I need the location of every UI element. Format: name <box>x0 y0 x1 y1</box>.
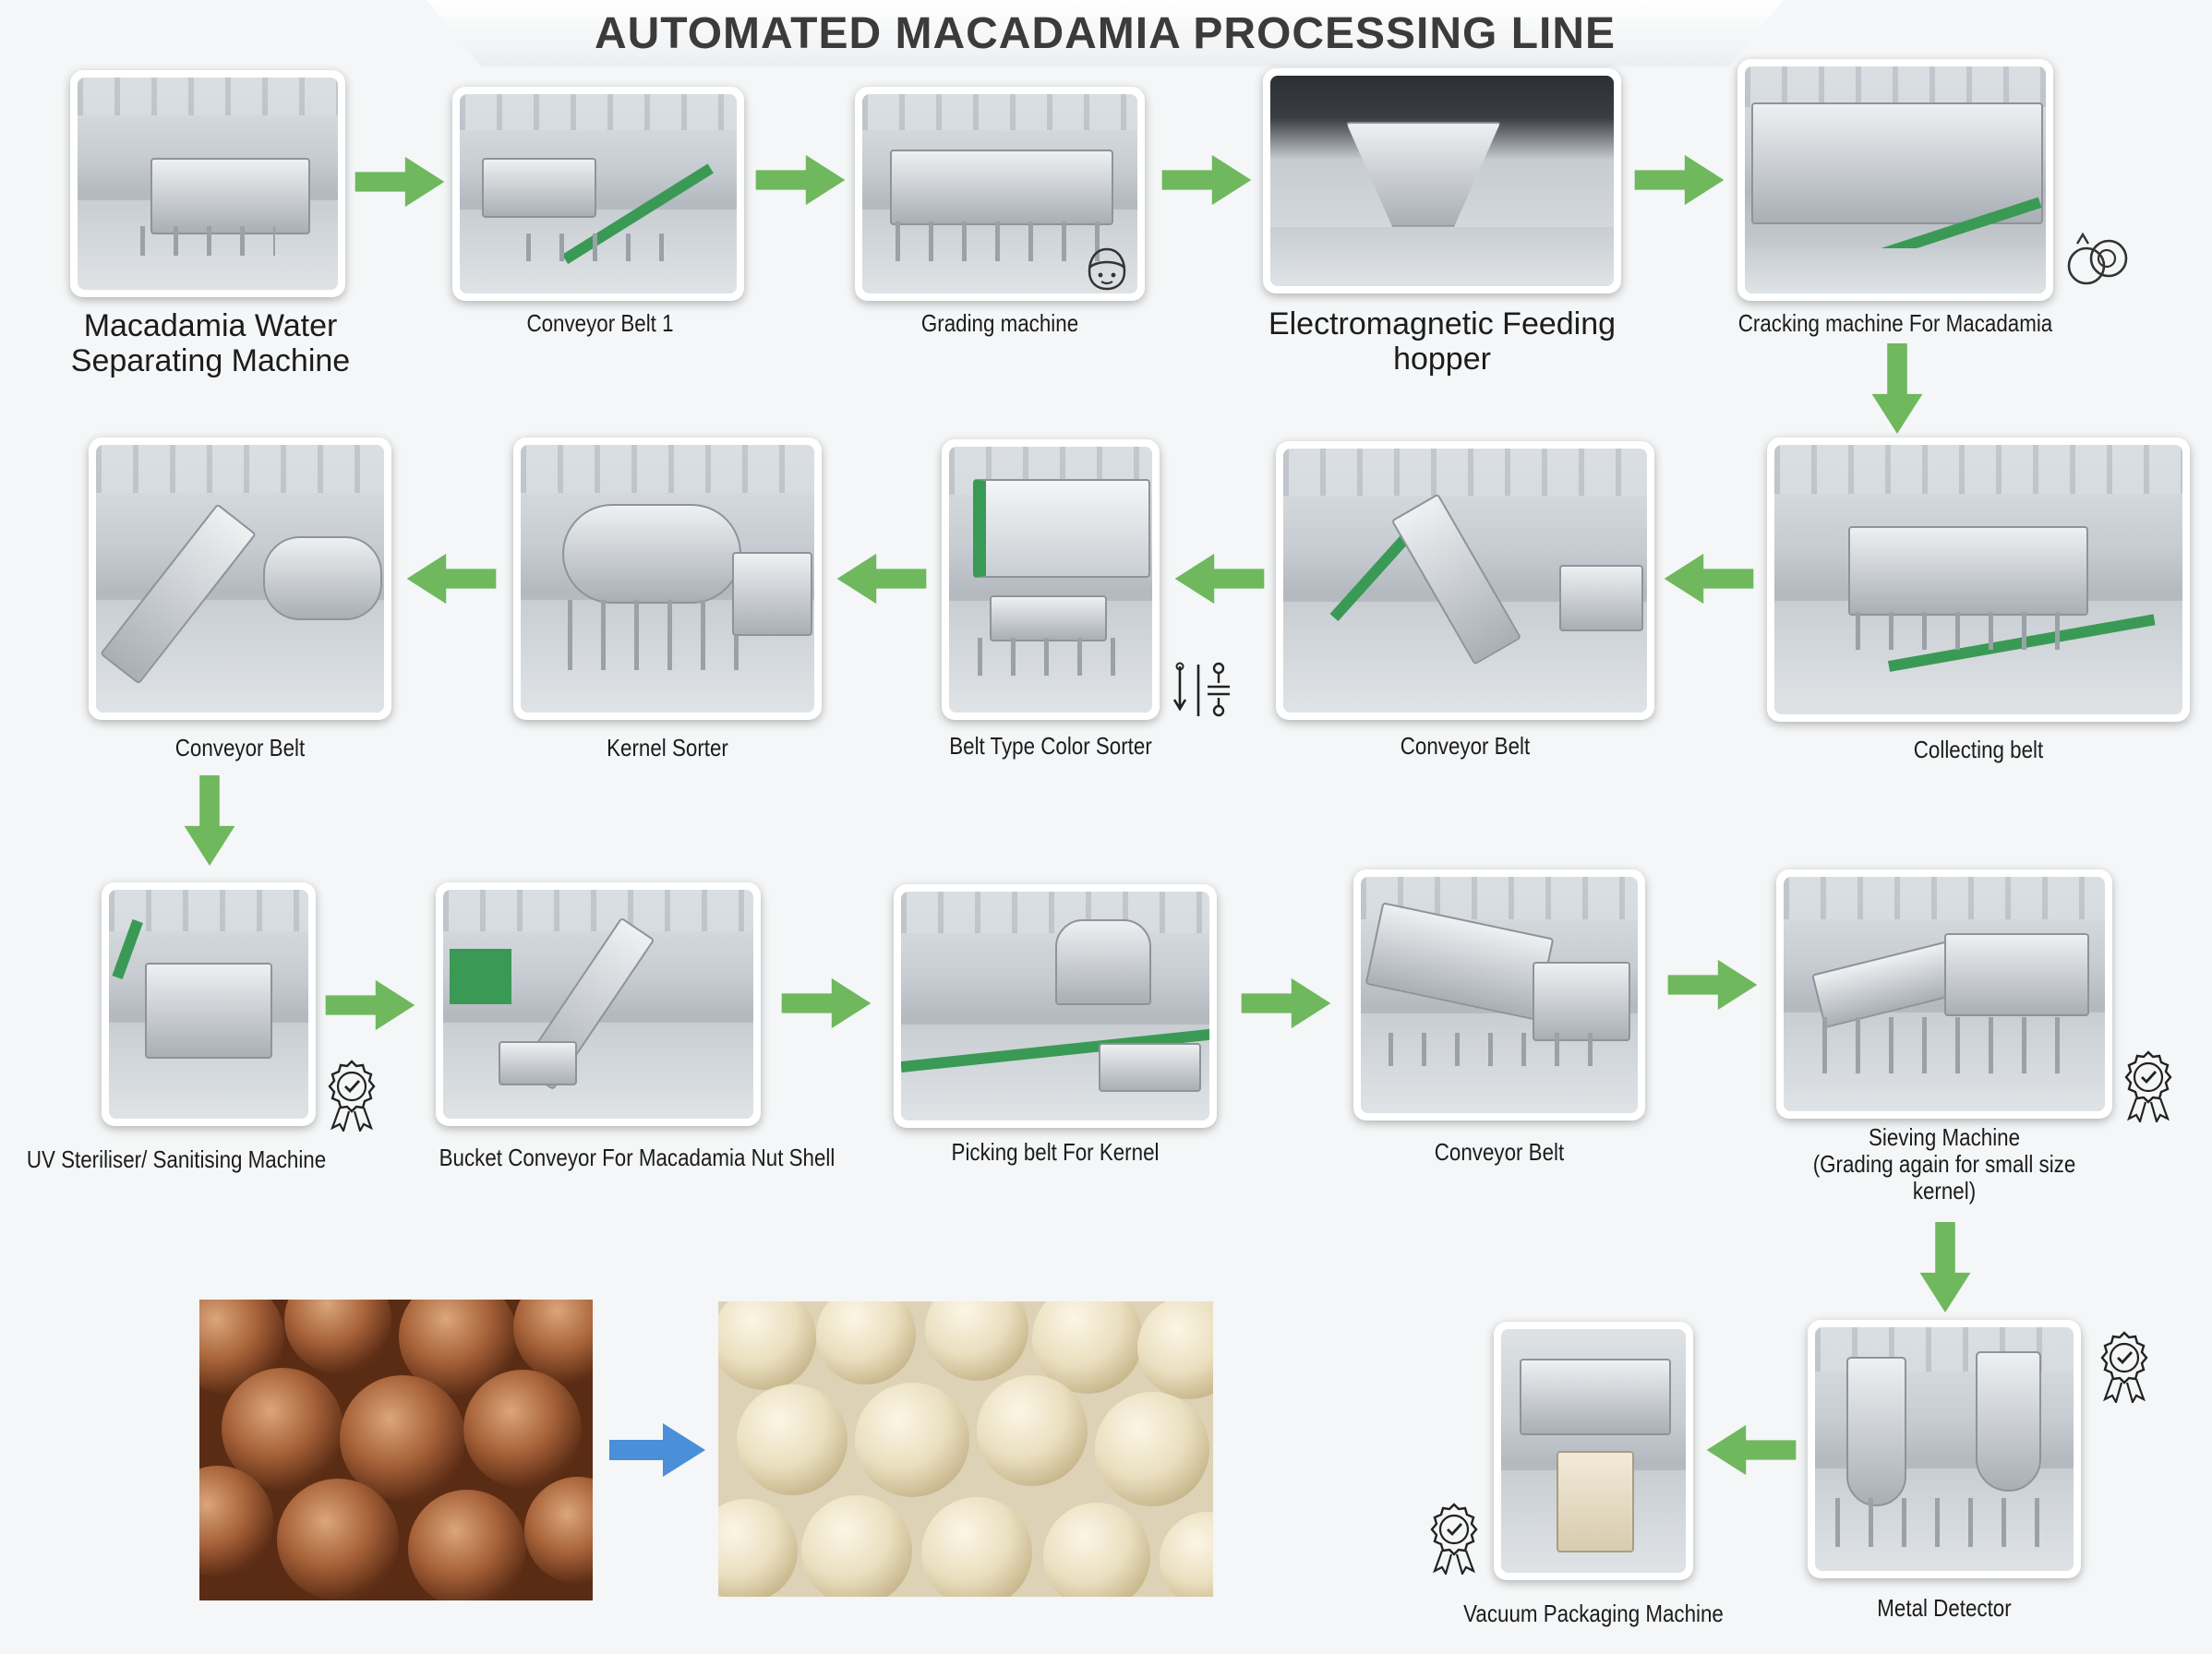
arrow-icon <box>406 553 497 605</box>
machine-photo <box>78 78 338 290</box>
certificate-badge-icon <box>2124 1050 2172 1122</box>
title-banner: AUTOMATED MACADAMIA PROCESSING LINE <box>427 0 1784 66</box>
step-label-kernel-sorter: Kernel Sorter <box>607 734 728 761</box>
step-card-grading-machine <box>855 87 1145 301</box>
step-label-bucket-conveyor: Bucket Conveyor For Macadamia Nut Shell <box>439 1144 836 1171</box>
step-card-bucket-conveyor <box>436 882 761 1126</box>
machine-photo <box>862 94 1137 294</box>
arrow-icon <box>325 979 415 1031</box>
machine-photo <box>443 890 753 1119</box>
step-label-conveyor-belt-row2-b: Conveyor Belt <box>174 734 306 761</box>
step-label-belt-type-color-sorter: Belt Type Color Sorter <box>949 732 1152 760</box>
certificate-badge-icon <box>328 1060 376 1132</box>
machine-photo <box>1745 66 2046 294</box>
arrow-icon <box>1634 154 1725 206</box>
arrow-icon <box>1919 1222 1971 1312</box>
machine-photo <box>109 890 308 1119</box>
nut-face-icon <box>1088 247 1126 291</box>
machine-photo <box>96 445 384 713</box>
arrow-icon <box>184 775 235 866</box>
step-card-collecting-belt <box>1767 437 2190 722</box>
step-label-conveyor-belt-1: Conveyor Belt 1 <box>526 309 674 337</box>
machine-photo <box>901 892 1209 1121</box>
step-label-water-separating-machine: Macadamia Water Separating Machine <box>70 308 351 378</box>
page-title: AUTOMATED MACADAMIA PROCESSING LINE <box>594 8 1617 58</box>
step-label-collecting-belt: Collecting belt <box>1913 736 2044 763</box>
arrow-icon <box>355 156 445 208</box>
arrow-icon <box>1174 553 1265 605</box>
step-label-cracking-machine: Cracking machine For Macadamia <box>1737 309 2053 337</box>
arrow-icon <box>755 154 846 206</box>
arrow-icon <box>1667 959 1758 1011</box>
machine-photo <box>1784 877 2105 1111</box>
step-label-vacuum-packaging-machine: Vacuum Packaging Machine <box>1463 1600 1724 1627</box>
machine-photo <box>1361 877 1638 1113</box>
macadamia-kernels-photo <box>718 1301 1213 1597</box>
certificate-badge-icon <box>1430 1503 1478 1575</box>
step-card-kernel-sorter <box>513 437 822 720</box>
step-card-conveyor-belt-row2-b <box>89 437 391 720</box>
raw-macadamia-photo <box>199 1300 593 1600</box>
arrow-icon <box>1706 1424 1797 1476</box>
step-label-metal-detector: Metal Detector <box>1877 1594 2012 1622</box>
arrow-icon <box>1664 553 1754 605</box>
machine-photo <box>460 94 737 294</box>
machine-photo <box>1501 1329 1686 1573</box>
machine-photo <box>1283 449 1647 713</box>
cracked-nut-icon <box>2067 232 2128 285</box>
sieving-title: Sieving Machine <box>1868 1123 2021 1151</box>
step-card-conveyor-belt-row2-a <box>1276 441 1654 720</box>
step-card-uv-steriliser <box>102 882 316 1126</box>
step-card-sieving-machine <box>1776 869 2112 1119</box>
certificate-badge-icon <box>2100 1331 2148 1403</box>
step-label-conveyor-belt-row3: Conveyor Belt <box>1434 1138 1565 1166</box>
step-card-electromagnetic-feeding-hopper <box>1263 68 1621 294</box>
machine-photo <box>1774 445 2182 714</box>
step-label-conveyor-belt-row2-a: Conveyor Belt <box>1400 732 1531 760</box>
step-card-cracking-machine <box>1737 59 2053 301</box>
machine-photo <box>1270 76 1614 286</box>
step-label-uv-steriliser: UV Steriliser/ Sanitising Machine <box>26 1145 327 1173</box>
sieving-subtitle: (Grading again for small size kernel) <box>1812 1150 2076 1205</box>
step-card-conveyor-belt-1 <box>452 87 744 301</box>
step-label-sieving-machine: Sieving Machine (Grading again for small… <box>1781 1124 2108 1205</box>
step-label-electromagnetic-feeding-hopper: Electromagnetic Feeding hopper <box>1268 306 1617 377</box>
sorter-icon <box>1172 662 1230 717</box>
step-card-water-separating-machine <box>70 70 345 297</box>
step-label-grading-machine: Grading machine <box>920 309 1079 337</box>
step-label-picking-belt: Picking belt For Kernel <box>951 1138 1160 1166</box>
arrow-icon <box>1871 343 1923 434</box>
arrow-icon <box>1161 154 1252 206</box>
arrow-icon <box>1241 977 1331 1029</box>
step-card-picking-belt <box>894 884 1217 1128</box>
machine-photo <box>949 447 1152 713</box>
step-card-conveyor-belt-row3 <box>1353 869 1645 1121</box>
arrow-icon <box>781 977 872 1029</box>
step-card-vacuum-packaging-machine <box>1494 1322 1693 1580</box>
machine-photo <box>1815 1327 2074 1571</box>
step-card-metal-detector <box>1808 1320 2081 1578</box>
step-card-belt-type-color-sorter <box>942 439 1160 720</box>
machine-photo <box>521 445 814 713</box>
arrow-icon <box>609 1423 705 1477</box>
arrow-icon <box>836 553 927 605</box>
